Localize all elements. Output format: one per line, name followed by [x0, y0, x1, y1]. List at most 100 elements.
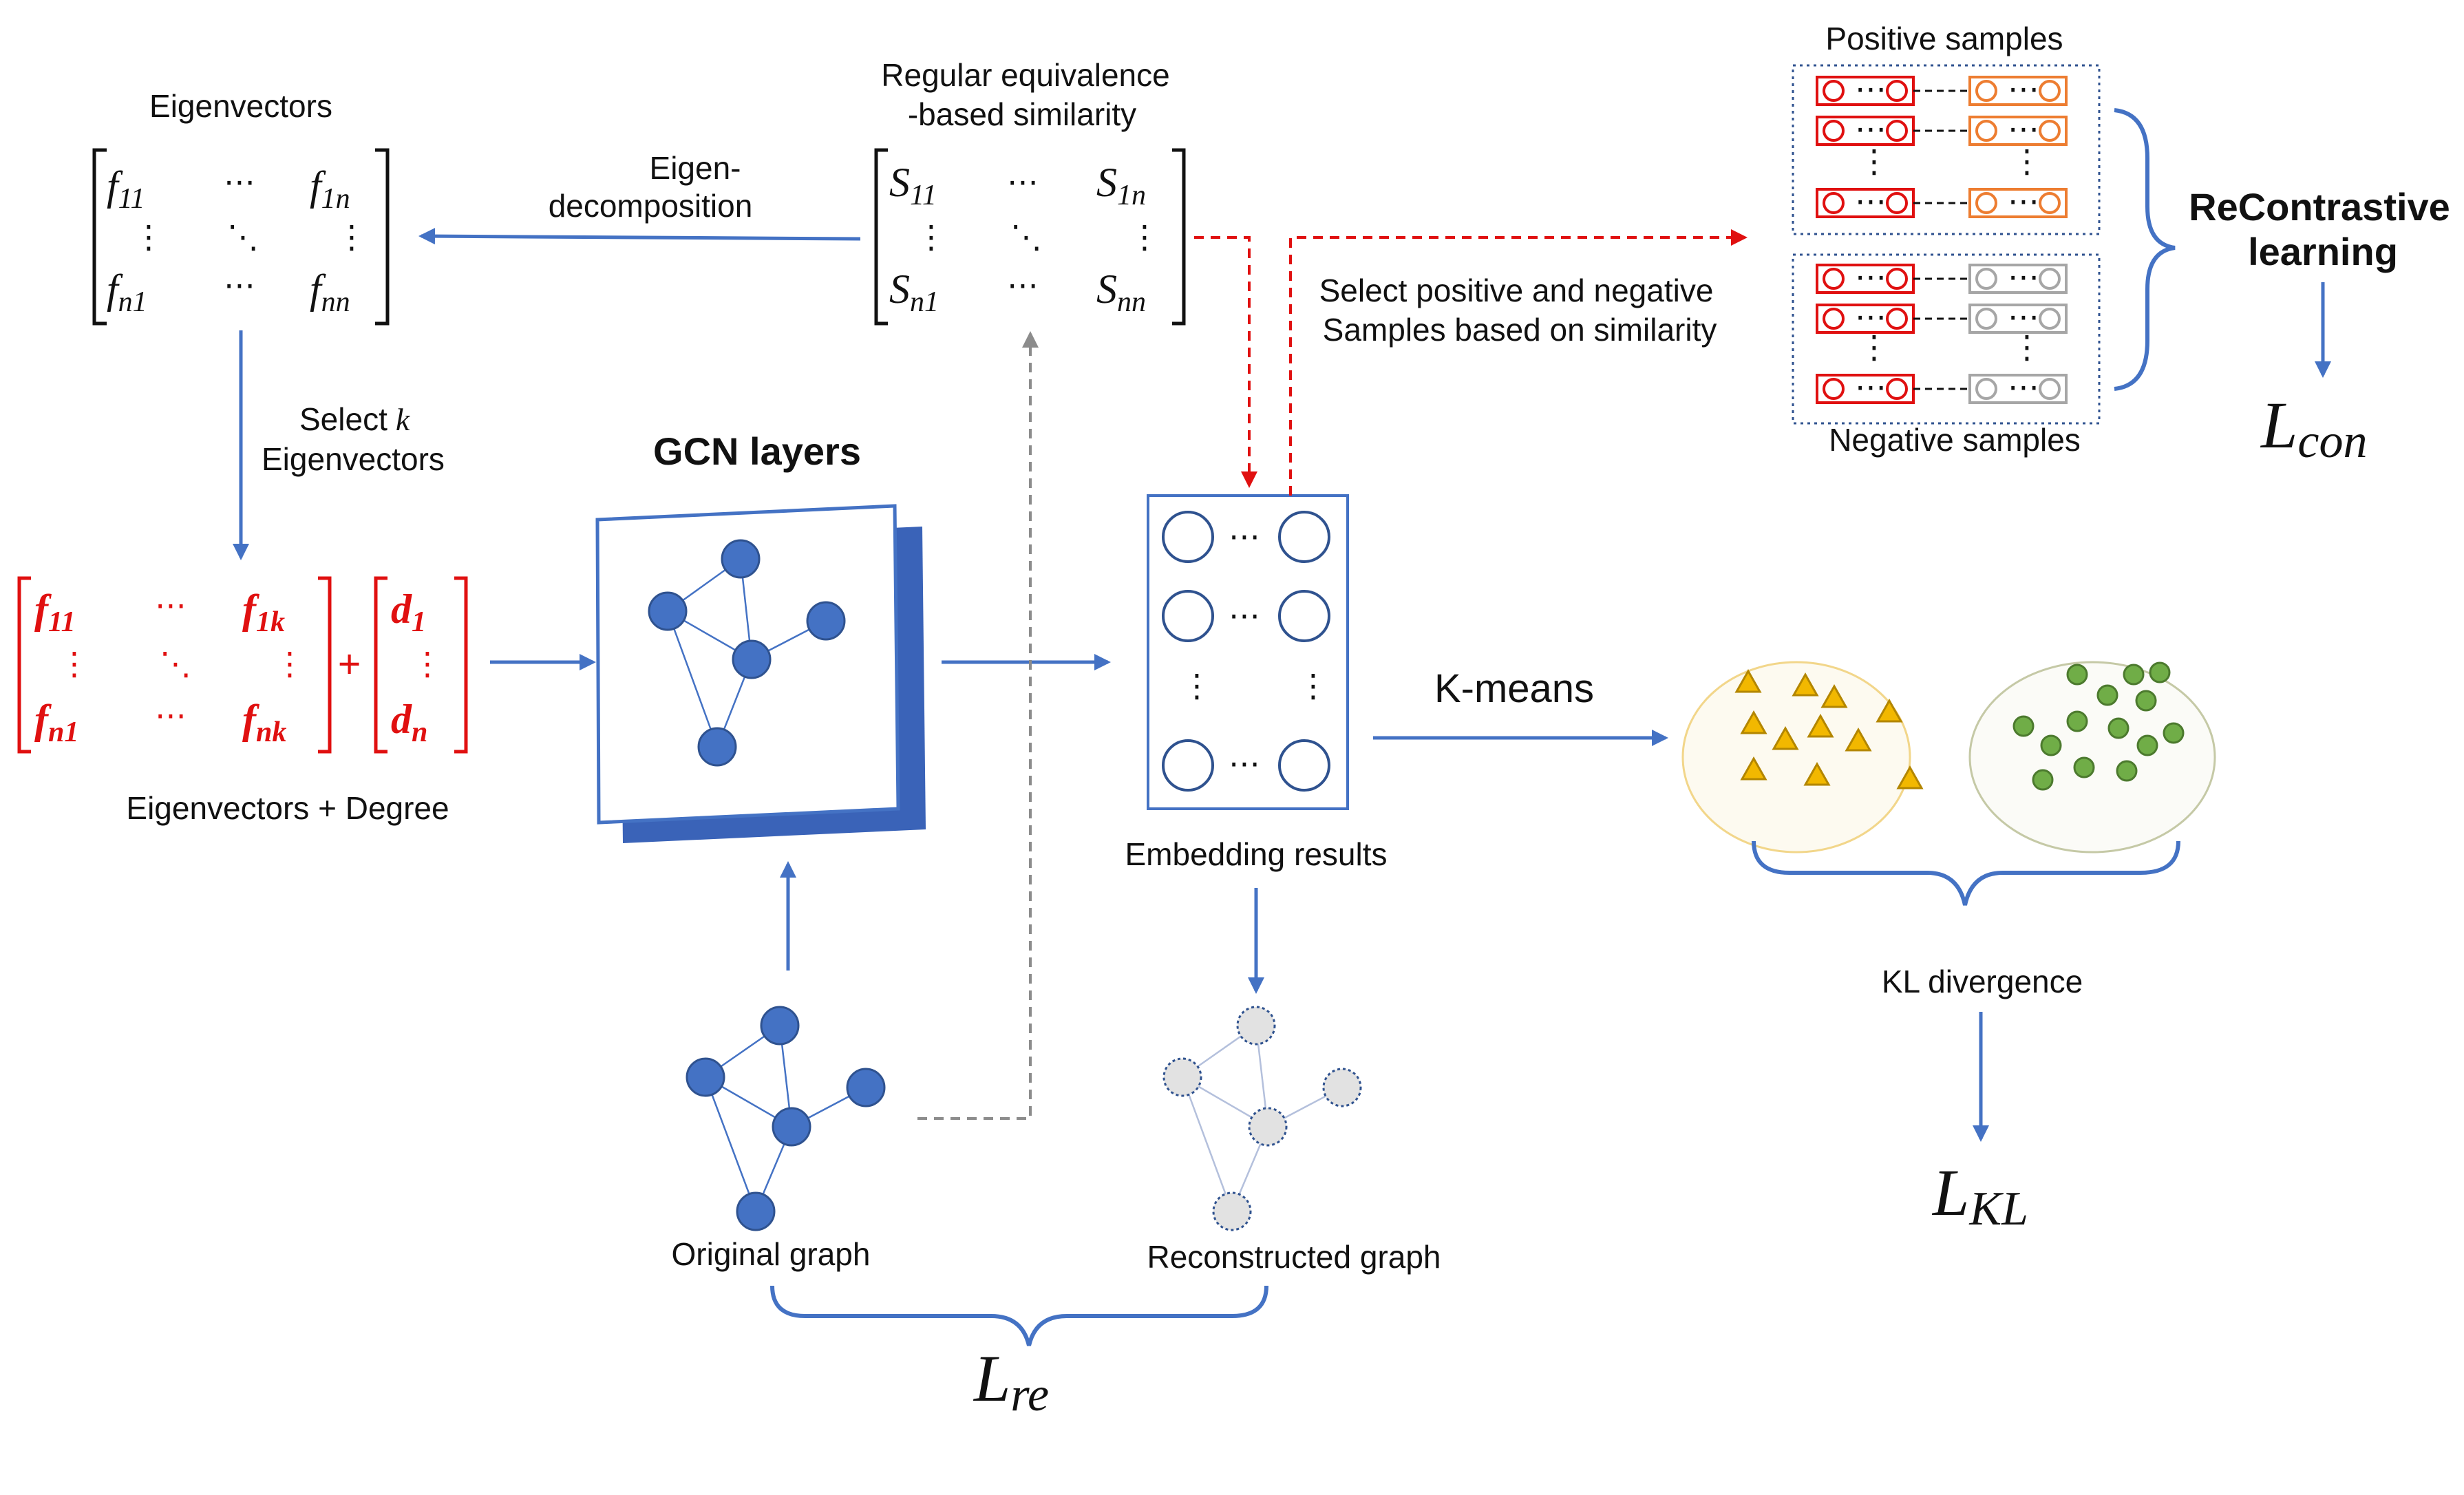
graph-node [806, 601, 846, 641]
samples-brace [2114, 108, 2176, 391]
negative-pair-row: ⋯ ⋯ [1816, 368, 2068, 405]
graph-node [1322, 1068, 1362, 1107]
matrix-dots: ⋮ [336, 218, 368, 255]
bracket-right [375, 148, 390, 326]
graph-node [846, 1068, 886, 1107]
vertical-dots: ⋮ [1858, 328, 1890, 365]
gcn-layer-block [595, 504, 926, 843]
arrow-graph-to-similarity [917, 331, 1039, 1120]
bracket-left [874, 148, 888, 326]
cluster-ellipse [1681, 661, 1911, 853]
matrix-dots: ⋯ [1007, 266, 1039, 304]
matrix-entry: fn1 [107, 266, 147, 318]
matrix-entry: d1 [391, 586, 426, 638]
matrix-dots: ⋮ [59, 645, 90, 682]
svg-text:⋯: ⋯ [2008, 258, 2039, 295]
eigen-degree-matrix: f11 ⋯ f1k ⋮ ⋱ ⋮ fn1 ⋯ fnk + d1 ⋮ dn [17, 576, 468, 754]
embedding-node [1162, 590, 1214, 642]
reconstructed-graph [1162, 1006, 1362, 1231]
graph-node [732, 639, 772, 679]
matrix-entry: S11 [889, 160, 937, 211]
green-points [2012, 661, 2185, 791]
kmeans-label: K-means [1434, 666, 1594, 711]
matrix-dots: ⋮ [274, 645, 306, 682]
matrix-entry: Sn1 [889, 266, 939, 318]
negative-samples-label: Negative samples [1829, 422, 2081, 458]
svg-text:⋯: ⋯ [2008, 70, 2039, 107]
embedding-results-box: ⋯ ⋯ ⋮ ⋮ ⋯ [1147, 494, 1349, 810]
original-graph [686, 1006, 886, 1231]
matrix-entry: f1k [242, 586, 285, 638]
eigen-label-line1: Eigen- [650, 150, 741, 186]
matrix-entry: Snn [1096, 266, 1146, 318]
svg-text:⋯: ⋯ [1855, 298, 1887, 335]
svg-text:⋯: ⋯ [1855, 368, 1887, 405]
graph-node [772, 1107, 811, 1147]
negative-samples-box: ⋯ ⋯ ⋯ ⋯ ⋮ ⋮ ⋯ ⋯ [1792, 253, 2101, 425]
matrix-dots: ⋱ [160, 645, 191, 682]
embedding-results-label: Embedding results [1125, 836, 1388, 872]
select-pos-neg-line1: Select positive and negative [1319, 273, 1714, 308]
vertical-dots: ⋮ [1858, 142, 1890, 180]
vertical-dots: ⋮ [2011, 142, 2043, 180]
matrix-dots: ⋮ [915, 218, 947, 255]
matrix-entry: f11 [107, 163, 145, 215]
matrix-dots: ⋱ [227, 218, 259, 255]
matrix-dots: ⋮ [133, 218, 164, 255]
loss-kl: LKL [1931, 1156, 2028, 1236]
matrix-dots: ⋱ [1010, 218, 1042, 255]
graph-node [760, 1006, 800, 1046]
vertical-dots: ⋮ [2011, 328, 2043, 365]
positive-samples-label: Positive samples [1825, 21, 2063, 56]
graph-node [1236, 1006, 1276, 1046]
positive-pair-row: ⋯ ⋯ [1816, 182, 2068, 220]
matrix-dots: ⋮ [412, 645, 443, 682]
matrix-entry: f1n [310, 163, 350, 215]
loss-re: Lre [973, 1342, 1049, 1421]
eigenvectors-title: Eigenvectors [149, 88, 332, 124]
positive-frame [1792, 64, 2101, 235]
embedding-node [1278, 590, 1330, 642]
matrix-entry: fnk [242, 697, 286, 748]
regular-label-line1: Regular equivalence [881, 57, 1169, 93]
kl-divergence-label: KL divergence [1882, 964, 2083, 999]
cluster-dots [1968, 661, 2216, 853]
bracket-left [92, 148, 107, 326]
matrix-entry: dn [391, 697, 427, 748]
plus-sign: + [337, 642, 361, 687]
embedding-dots: ⋯ [1229, 597, 1260, 634]
embedding-dots: ⋯ [1229, 745, 1260, 782]
matrix-dots: ⋯ [155, 697, 187, 734]
positive-pair-row: ⋯ ⋯ [1816, 110, 2068, 147]
bracket-right [318, 576, 332, 754]
embedding-dots: ⋯ [1229, 518, 1260, 555]
arrow-embedding-to-samples [1289, 229, 1748, 496]
arrow-eigen-decomposition [418, 228, 861, 245]
reconstructed-graph-label: Reconstructed graph [1147, 1239, 1441, 1275]
clusters-brace [1752, 840, 2180, 906]
graph-node [1162, 1057, 1202, 1097]
graph-node [697, 727, 737, 767]
graph-node [721, 539, 761, 579]
matrix-entry: f11 [34, 586, 76, 638]
graph-node [1212, 1191, 1252, 1231]
matrix-dots: ⋯ [155, 586, 187, 624]
svg-text:⋯: ⋯ [2008, 110, 2039, 147]
matrix-entry: fn1 [34, 697, 78, 748]
svg-text:⋯: ⋯ [2008, 368, 2039, 405]
positive-pair-row: ⋯ ⋯ [1816, 70, 2068, 107]
bracket-right [1172, 148, 1186, 326]
graphs-brace [770, 1285, 1268, 1346]
graph-node [686, 1057, 725, 1097]
loss-con: Lcon [2260, 388, 2367, 468]
matrix-entry: S1n [1096, 160, 1146, 211]
original-graph-label: Original graph [672, 1236, 871, 1272]
triangle-points [1734, 668, 1924, 789]
negative-pair-row: ⋯ ⋯ [1816, 258, 2068, 295]
embedding-node [1162, 739, 1214, 792]
eigenvector-matrix: Eigenvectors f11 ⋯ f1n ⋮ ⋱ ⋮ fn1 ⋯ fnn [92, 88, 390, 326]
matrix-dots: ⋯ [224, 266, 255, 304]
embedding-node [1278, 739, 1330, 792]
svg-text:⋯: ⋯ [1855, 70, 1887, 107]
